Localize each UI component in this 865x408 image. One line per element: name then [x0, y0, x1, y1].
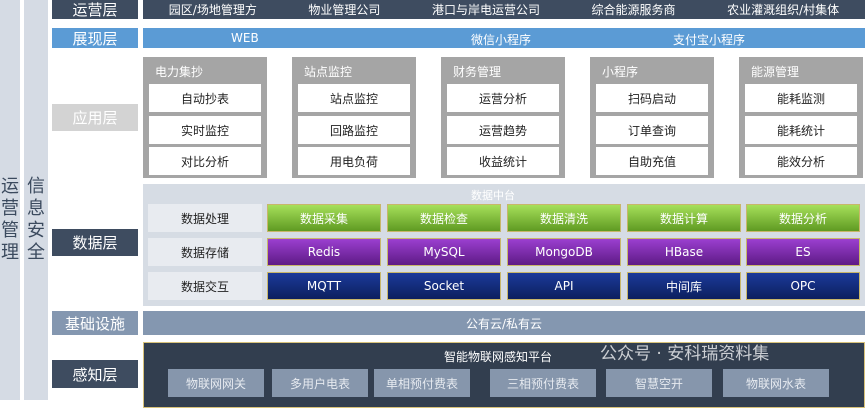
data-row-label: 数据存储: [148, 238, 262, 266]
watermark: 公众号 · 安科瑞资料集: [600, 344, 770, 364]
module-card: 站点监控站点监控回路监控用电负荷: [292, 57, 416, 178]
perception-title: 智能物联网感知平台: [444, 350, 553, 364]
module-card: 财务管理运营分析运营趋势收益统计: [441, 57, 565, 178]
module-item[interactable]: 订单查询: [596, 116, 708, 144]
layer-data: 数据层: [52, 229, 138, 256]
module-title: 财务管理: [453, 65, 502, 79]
module-card: 小程序扫码启动订单查询自助充值: [590, 57, 714, 178]
layer-presentation: 展现层: [52, 28, 138, 48]
data-cell[interactable]: HBase: [627, 238, 741, 266]
module-item[interactable]: 收益统计: [447, 147, 559, 175]
data-cell[interactable]: ES: [746, 238, 860, 266]
data-cell[interactable]: API: [507, 272, 621, 300]
device-item[interactable]: 多用户电表: [272, 369, 368, 397]
module-title: 能源管理: [751, 65, 800, 79]
data-cell[interactable]: 中间库: [627, 272, 741, 300]
data-cell[interactable]: 数据分析: [746, 204, 860, 232]
operation-item: 园区/场地管理方: [168, 3, 257, 17]
data-cell[interactable]: Redis: [267, 238, 381, 266]
ops-management-bar: 运营管理: [0, 0, 20, 400]
layer-perception: 感知层: [52, 360, 138, 388]
module-item[interactable]: 自助充值: [596, 147, 708, 175]
module-card: 能源管理能耗监测能耗统计能效分析: [739, 57, 863, 178]
data-platform-title: 数据中台: [471, 189, 515, 202]
module-item[interactable]: 扫码启动: [596, 84, 708, 112]
module-item[interactable]: 回路监控: [298, 116, 410, 144]
module-item[interactable]: 实时监控: [149, 116, 261, 144]
module-card: 电力集抄自动抄表实时监控对比分析: [143, 57, 267, 178]
module-item[interactable]: 运营趋势: [447, 116, 559, 144]
data-cell[interactable]: 数据采集: [267, 204, 381, 232]
presentation-item: 支付宝小程序: [673, 33, 746, 47]
device-item[interactable]: 物联网网关: [168, 369, 264, 397]
data-cell[interactable]: MQTT: [267, 272, 381, 300]
operation-item: 农业灌溉组织/村集体: [727, 3, 840, 17]
operation-item: 综合能源服务商: [591, 3, 676, 17]
layer-infrastructure: 基础设施: [52, 311, 138, 335]
presentation-item: 微信小程序: [471, 33, 532, 47]
operation-item: 港口与岸电运营公司: [431, 3, 540, 17]
module-title: 站点监控: [304, 65, 353, 79]
module-item[interactable]: 能耗监测: [745, 84, 857, 112]
module-item[interactable]: 能效分析: [745, 147, 857, 175]
data-row-label: 数据处理: [148, 204, 262, 232]
module-item[interactable]: 自动抄表: [149, 84, 261, 112]
data-cell[interactable]: Socket: [387, 272, 501, 300]
ops-management-label: 运营管理: [1, 176, 19, 263]
data-cell[interactable]: 数据清洗: [507, 204, 621, 232]
data-row-label: 数据交互: [148, 272, 262, 300]
device-item[interactable]: 智慧空开: [606, 369, 712, 397]
data-cell[interactable]: OPC: [746, 272, 860, 300]
info-security-bar: 信息安全: [24, 0, 48, 400]
data-cell[interactable]: MySQL: [387, 238, 501, 266]
infrastructure-bar: 公有云/私有云: [143, 311, 865, 335]
data-cell[interactable]: MongoDB: [507, 238, 621, 266]
info-security-label: 信息安全: [27, 176, 45, 263]
device-item[interactable]: 物联网水表: [723, 369, 829, 397]
module-item[interactable]: 站点监控: [298, 84, 410, 112]
device-item[interactable]: 单相预付费表: [374, 369, 470, 397]
operation-item: 物业管理公司: [308, 3, 381, 17]
presentation-item: WEB: [231, 31, 259, 45]
device-item[interactable]: 三相预付费表: [490, 369, 596, 397]
module-item[interactable]: 对比分析: [149, 147, 261, 175]
presentation-bar: WEB 微信小程序 支付宝小程序: [143, 28, 865, 48]
layer-application: 应用层: [52, 104, 138, 131]
module-item[interactable]: 能耗统计: [745, 116, 857, 144]
data-platform: 数据中台: [143, 184, 865, 306]
data-cell[interactable]: 数据检查: [387, 204, 501, 232]
module-item[interactable]: 用电负荷: [298, 147, 410, 175]
module-item[interactable]: 运营分析: [447, 84, 559, 112]
operation-bar: 园区/场地管理方 物业管理公司 港口与岸电运营公司 综合能源服务商 农业灌溉组织…: [143, 0, 865, 19]
data-cell[interactable]: 数据计算: [627, 204, 741, 232]
module-title: 小程序: [602, 65, 639, 79]
layer-operation: 运营层: [52, 0, 138, 19]
module-title: 电力集抄: [155, 65, 204, 79]
